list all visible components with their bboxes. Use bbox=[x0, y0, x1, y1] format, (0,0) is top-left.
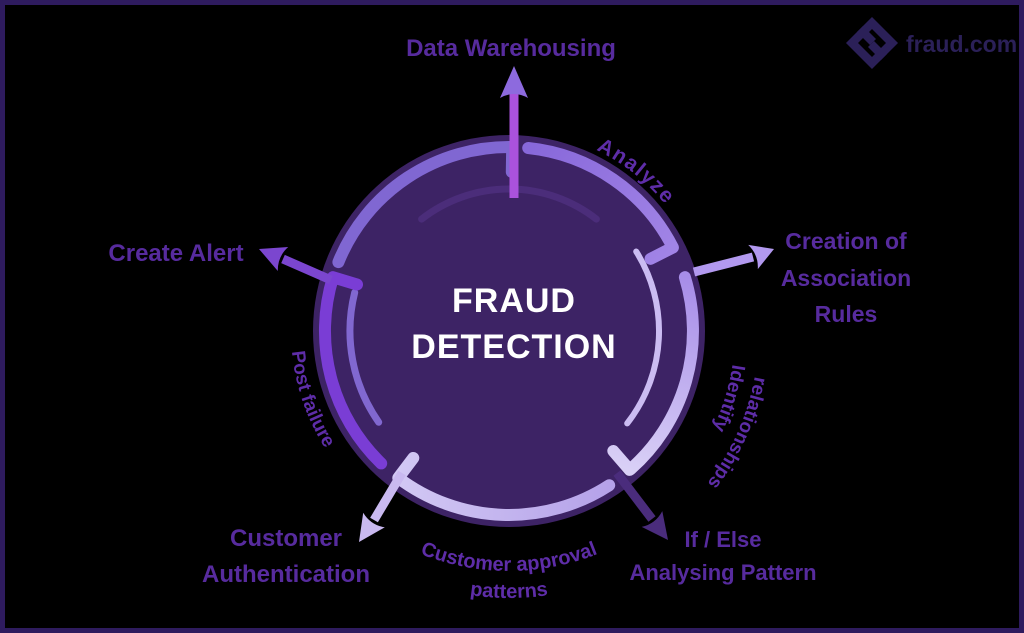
arrow-shaft bbox=[281, 254, 333, 285]
ring-label-customer-approval-line1: Customer approval bbox=[418, 538, 600, 576]
arrow-create-alert bbox=[259, 247, 333, 285]
ring-segment-top-right bbox=[522, 142, 679, 265]
arrow-head bbox=[500, 66, 528, 98]
arrow-shaft bbox=[692, 252, 755, 277]
arrow-head bbox=[259, 247, 289, 271]
arrow-head bbox=[748, 244, 774, 270]
arrow-if-else-analysing-pattern bbox=[613, 470, 668, 540]
arrow-shaft bbox=[613, 470, 656, 522]
arrow-head bbox=[359, 512, 385, 542]
inner-arc-right bbox=[624, 248, 662, 427]
label-create-alert: Create Alert bbox=[108, 240, 243, 267]
arrow-shaft bbox=[370, 470, 406, 523]
label-customer-auth-line2: Authentication bbox=[202, 561, 370, 588]
arrow-head bbox=[641, 511, 668, 540]
inner-arc-left bbox=[346, 289, 383, 426]
center-title-line2: DETECTION bbox=[411, 328, 616, 366]
label-creation-line3: Rules bbox=[815, 301, 878, 327]
ring-segment-left bbox=[318, 271, 388, 470]
logo-fraud-com: fraud.com bbox=[845, 16, 1017, 70]
label-creation-line1: Creation of bbox=[785, 228, 907, 254]
ring-segment-right bbox=[607, 271, 699, 476]
arrow-creation-of-association-rules bbox=[692, 244, 774, 277]
fraud-com-icon bbox=[845, 16, 899, 70]
inner-arc-top bbox=[418, 185, 600, 223]
ring-segment-top-left bbox=[332, 140, 519, 269]
arrow-customer-authentication bbox=[359, 470, 406, 542]
center-title-line1: FRAUD bbox=[452, 282, 576, 320]
logo-text: fraud.com bbox=[906, 31, 1017, 57]
label-customer-auth-line1: Customer bbox=[230, 525, 342, 552]
label-if-else-line1: If / Else bbox=[684, 527, 761, 552]
label-if-else-line2: Analysing Pattern bbox=[629, 560, 816, 585]
arrow-data-warehousing bbox=[500, 66, 528, 198]
ring-label-customer-approval-line2: patterns bbox=[469, 578, 549, 603]
ring-segment-bottom bbox=[392, 452, 616, 521]
label-data-warehousing: Data Warehousing bbox=[406, 35, 616, 62]
fraud-detection-circle bbox=[313, 135, 705, 527]
label-creation-line2: Association bbox=[781, 265, 911, 291]
